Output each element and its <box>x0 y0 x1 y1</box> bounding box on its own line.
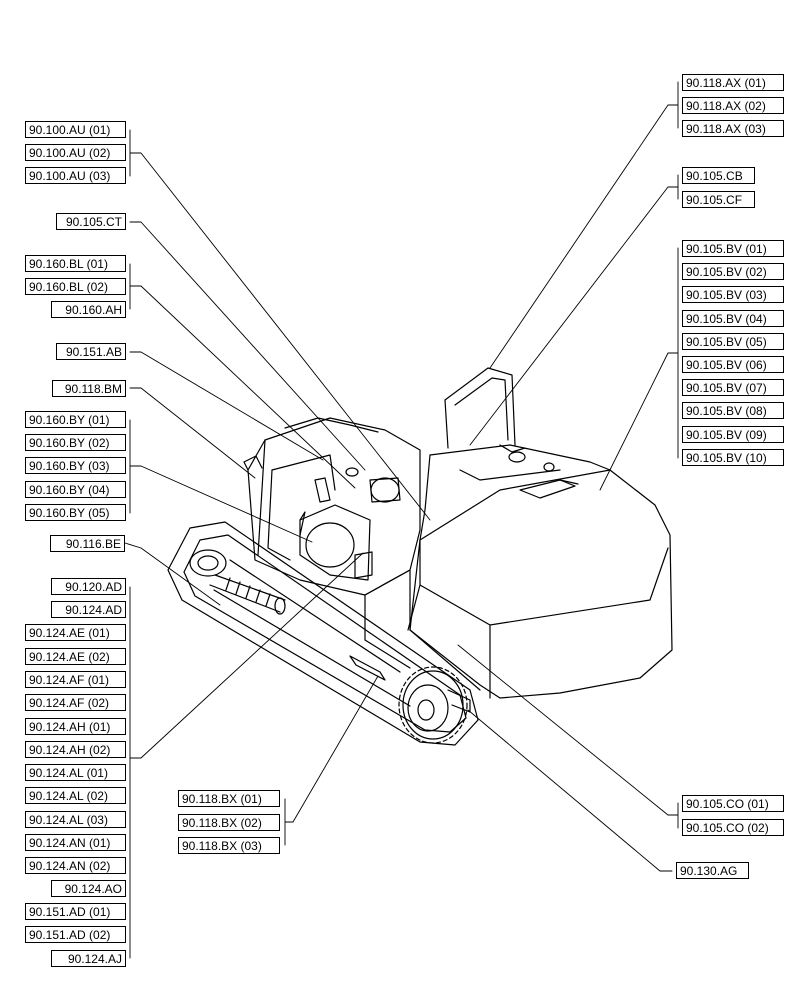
callout-90-120-ad[interactable]: 90.120.AD <box>51 578 126 595</box>
callout-90-124-al-02[interactable]: 90.124.AL (02) <box>25 787 126 804</box>
callout-90-105-ct[interactable]: 90.105.CT <box>56 213 126 230</box>
callout-90-160-bl-02[interactable]: 90.160.BL (02) <box>25 278 126 295</box>
callout-90-100-au-01[interactable]: 90.100.AU (01) <box>25 121 126 138</box>
callout-90-105-bv-04[interactable]: 90.105.BV (04) <box>682 310 784 327</box>
callout-90-124-an-02[interactable]: 90.124.AN (02) <box>25 857 126 874</box>
callout-90-124-af-01[interactable]: 90.124.AF (01) <box>25 671 126 688</box>
callout-90-124-aj[interactable]: 90.124.AJ <box>51 950 126 967</box>
track-adjuster-spring <box>209 574 286 615</box>
idler-wheel <box>189 549 227 577</box>
handrail <box>444 367 526 453</box>
callout-90-151-ad-01[interactable]: 90.151.AD (01) <box>25 903 126 920</box>
callout-90-130-ag[interactable]: 90.130.AG <box>676 862 749 879</box>
callout-90-118-ax-02[interactable]: 90.118.AX (02) <box>682 97 784 114</box>
callout-90-105-bv-02[interactable]: 90.105.BV (02) <box>682 263 784 280</box>
callout-90-105-bv-06[interactable]: 90.105.BV (06) <box>682 356 784 373</box>
callout-90-160-by-01[interactable]: 90.160.BY (01) <box>25 411 126 428</box>
callout-90-118-bx-03[interactable]: 90.118.BX (03) <box>178 837 280 854</box>
callout-90-105-bv-01[interactable]: 90.105.BV (01) <box>682 240 784 257</box>
callout-90-160-ah[interactable]: 90.160.AH <box>51 301 126 318</box>
callout-90-118-bx-02[interactable]: 90.118.BX (02) <box>178 814 280 831</box>
callout-90-124-ao[interactable]: 90.124.AO <box>51 880 126 897</box>
callout-90-124-ae-02[interactable]: 90.124.AE (02) <box>25 648 126 665</box>
callout-90-105-bv-10[interactable]: 90.105.BV (10) <box>682 449 784 466</box>
callout-90-105-bv-03[interactable]: 90.105.BV (03) <box>682 286 784 303</box>
callout-90-118-ax-03[interactable]: 90.118.AX (03) <box>682 120 784 137</box>
callout-90-100-au-02[interactable]: 90.100.AU (02) <box>25 144 126 161</box>
callout-90-124-af-02[interactable]: 90.124.AF (02) <box>25 694 126 711</box>
callout-90-124-al-01[interactable]: 90.124.AL (01) <box>25 764 126 781</box>
callout-90-151-ad-02[interactable]: 90.151.AD (02) <box>25 926 126 943</box>
callout-90-105-bv-09[interactable]: 90.105.BV (09) <box>682 426 784 443</box>
leader-lines <box>124 81 679 959</box>
callout-90-118-bx-01[interactable]: 90.118.BX (01) <box>178 790 280 807</box>
callout-90-118-ax-01[interactable]: 90.118.AX (01) <box>682 74 784 91</box>
callout-90-151-ab[interactable]: 90.151.AB <box>56 343 126 360</box>
callout-90-105-cb[interactable]: 90.105.CB <box>682 167 755 184</box>
callout-90-118-bm[interactable]: 90.118.BM <box>52 380 126 397</box>
callout-90-105-co-01[interactable]: 90.105.CO (01) <box>682 795 784 812</box>
callout-90-160-by-05[interactable]: 90.160.BY (05) <box>25 504 126 521</box>
callout-90-116-be[interactable]: 90.116.BE <box>50 535 125 552</box>
callout-90-160-by-02[interactable]: 90.160.BY (02) <box>25 434 126 451</box>
callout-90-124-ae-01[interactable]: 90.124.AE (01) <box>25 624 126 641</box>
operator-cab <box>243 417 421 596</box>
callout-90-105-bv-08[interactable]: 90.105.BV (08) <box>682 402 784 419</box>
upper-structure <box>364 444 673 699</box>
fuel-cap <box>508 451 579 499</box>
callout-90-105-cf[interactable]: 90.105.CF <box>682 191 755 208</box>
callout-90-105-co-02[interactable]: 90.105.CO (02) <box>682 819 784 836</box>
callout-90-160-by-04[interactable]: 90.160.BY (04) <box>25 481 126 498</box>
callout-90-124-an-01[interactable]: 90.124.AN (01) <box>25 834 126 851</box>
track-assembly <box>167 521 479 746</box>
callout-90-105-bv-07[interactable]: 90.105.BV (07) <box>682 379 784 396</box>
callout-90-160-bl-01[interactable]: 90.160.BL (01) <box>25 255 126 272</box>
callout-90-100-au-03[interactable]: 90.100.AU (03) <box>25 167 126 184</box>
drive-sprocket <box>398 666 471 744</box>
callout-90-124-al-03[interactable]: 90.124.AL (03) <box>25 811 126 828</box>
callout-90-124-ah-02[interactable]: 90.124.AH (02) <box>25 741 126 758</box>
callout-90-105-bv-05[interactable]: 90.105.BV (05) <box>682 333 784 350</box>
callout-90-124-ah-01[interactable]: 90.124.AH (01) <box>25 718 126 735</box>
callout-90-160-by-03[interactable]: 90.160.BY (03) <box>25 457 126 474</box>
callout-90-124-ad[interactable]: 90.124.AD <box>51 601 126 618</box>
